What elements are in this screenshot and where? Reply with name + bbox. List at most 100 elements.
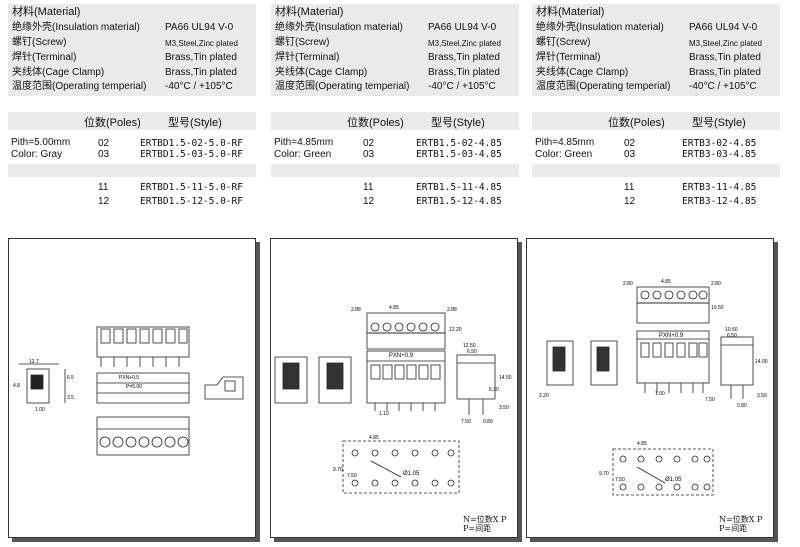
poles-value: 12 [363, 196, 375, 207]
note-line: P=间距 [719, 524, 748, 533]
panel-shadow [274, 538, 522, 542]
poles-value: 02 [363, 138, 375, 149]
material-label: 温度范围(Operating temperial) [536, 81, 671, 92]
dim-label: 1.00 [655, 391, 665, 397]
material-label: 绝缘外壳(Insulation material) [12, 22, 140, 33]
note-line: N=位数X P [719, 515, 763, 524]
material-box: 材料(Material) 绝缘外壳(Insulation material) P… [271, 4, 519, 96]
material-label: 螺钉(Screw) [536, 37, 591, 48]
formula-note: N=位数X P P=间距 [719, 515, 762, 533]
fp-label: Ø1.05 [665, 477, 682, 483]
table-header: 位数(Poles) 型号(Style) [8, 112, 256, 130]
formula-note: N=位数X P P=间距 [463, 515, 506, 533]
dim-label: 4.85 [389, 305, 399, 311]
poles-value: 11 [98, 182, 109, 193]
dim-label: 2.80 [711, 281, 721, 287]
style-value: ERTBD1.5-12-5.0-RF [140, 196, 243, 207]
table-header: 位数(Poles) 型号(Style) [532, 112, 780, 130]
material-title: 材料(Material) [12, 6, 81, 18]
drawing-panel-1: PXN+0.5 P=5.00 12.7 6.5 3.5 1.00 4.8 [8, 238, 256, 538]
note-line: N=位数X P [463, 515, 507, 524]
dim-label: 3.50 [757, 393, 767, 399]
dim-label: 12.50 [463, 343, 476, 349]
dim-label: 12.7 [29, 359, 39, 365]
pxn-label: PXN+0.5 [119, 375, 139, 381]
material-value: M3,Steel,Zinc plated [689, 39, 762, 48]
dim-label: 0.80 [737, 403, 747, 409]
material-label: 温度范围(Operating temperial) [275, 81, 410, 92]
fp-label: 7.50 [615, 477, 625, 483]
poles-header: 位数(Poles) [84, 117, 141, 129]
material-box: 材料(Material) 绝缘外壳(Insulation material) P… [8, 4, 256, 96]
material-label: 绝缘外壳(Insulation material) [536, 22, 664, 33]
note-line: P=间距 [463, 524, 492, 533]
gray-band [8, 164, 256, 177]
panel-shadow [774, 242, 778, 542]
dim-label: 6.30 [489, 387, 499, 393]
panel-shadow [12, 538, 260, 542]
technical-drawing-2: 2.88 4.85 2.88 12.20 12.50 6.50 14.50 6.… [274, 305, 512, 494]
dim-label: 14.50 [499, 375, 512, 381]
material-label: 夹线体(Cage Clamp) [536, 67, 629, 78]
style-value: ERTB3-12-4.85 [682, 196, 757, 207]
material-title: 材料(Material) [275, 6, 344, 18]
fp-label: 4.85 [369, 435, 379, 441]
dim-label: 2.80 [623, 281, 633, 287]
poles-value: 02 [624, 138, 636, 149]
style-value: ERTB1.5-11-4.85 [416, 182, 502, 193]
style-value: ERTB3-02-4.85 [682, 138, 757, 149]
panel-shadow [530, 538, 778, 542]
style-value: ERTBD1.5-02-5.0-RF [140, 138, 243, 149]
material-value: Brass,Tin plated [689, 67, 761, 78]
dim-label: 4.8 [13, 383, 20, 389]
dim-label: 0.80 [483, 419, 493, 425]
table-header: 位数(Poles) 型号(Style) [271, 112, 519, 130]
material-title: 材料(Material) [536, 6, 605, 18]
style-value: ERTBD1.5-03-5.0-RF [140, 149, 243, 160]
poles-value: 11 [363, 182, 374, 193]
color-label: Color: Green [274, 149, 332, 160]
material-box: 材料(Material) 绝缘外壳(Insulation material) P… [532, 4, 780, 96]
style-value: ERTB3-03-4.85 [682, 149, 757, 160]
fp-label: 9.70 [599, 471, 609, 477]
material-value: PA66 UL94 V-0 [165, 22, 234, 33]
material-value: -40°C / +105°C [428, 81, 496, 92]
fp-label: Ø1.05 [403, 471, 420, 477]
material-label: 螺钉(Screw) [12, 37, 67, 48]
panel-shadow [256, 242, 260, 542]
style-header: 型号(Style) [431, 117, 485, 129]
style-value: ERTBD1.5-11-5.0-RF [140, 182, 243, 193]
dim-label: 10.50 [711, 305, 724, 311]
dim-label: 6.50 [727, 333, 737, 339]
style-value: ERTB1.5-02-4.85 [416, 138, 502, 149]
material-value: M3,Steel,Zinc plated [428, 39, 501, 48]
material-label: 焊针(Terminal) [275, 52, 340, 63]
pitch-label: Pith=4.85mm [535, 137, 595, 148]
style-value: ERTB1.5-12-4.85 [416, 196, 502, 207]
dim-label: 3.5 [67, 395, 74, 401]
drawing-panel-2: 2.88 4.85 2.88 12.20 12.50 6.50 14.50 6.… [270, 238, 518, 538]
poles-value: 12 [624, 196, 636, 207]
style-value: ERTB1.5-03-4.85 [416, 149, 502, 160]
poles-value: 02 [98, 138, 110, 149]
panel-shadow [518, 242, 522, 542]
color-label: Color: Green [535, 149, 593, 160]
gray-band [271, 164, 519, 177]
material-value: Brass,Tin plated [165, 52, 237, 63]
style-value: ERTB3-11-4.85 [682, 182, 757, 193]
dim-label: 3.50 [499, 405, 509, 411]
material-value: Brass,Tin plated [165, 67, 237, 78]
pitch-label: Pith=4.85mm [274, 137, 334, 148]
fp-label: 7.50 [347, 473, 357, 479]
poles-value: 03 [98, 149, 110, 160]
material-label: 焊针(Terminal) [12, 52, 77, 63]
material-value: PA66 UL94 V-0 [689, 22, 758, 33]
fp-label: 9.70 [333, 467, 343, 473]
material-value: -40°C / +105°C [165, 81, 233, 92]
pxn-label: PXN+0.9 [659, 333, 684, 339]
dim-label: 6.5 [67, 375, 74, 381]
dim-label: 14.00 [755, 359, 768, 365]
color-label: Color: Gray [11, 149, 63, 160]
material-value: Brass,Tin plated [428, 52, 500, 63]
material-label: 焊针(Terminal) [536, 52, 601, 63]
